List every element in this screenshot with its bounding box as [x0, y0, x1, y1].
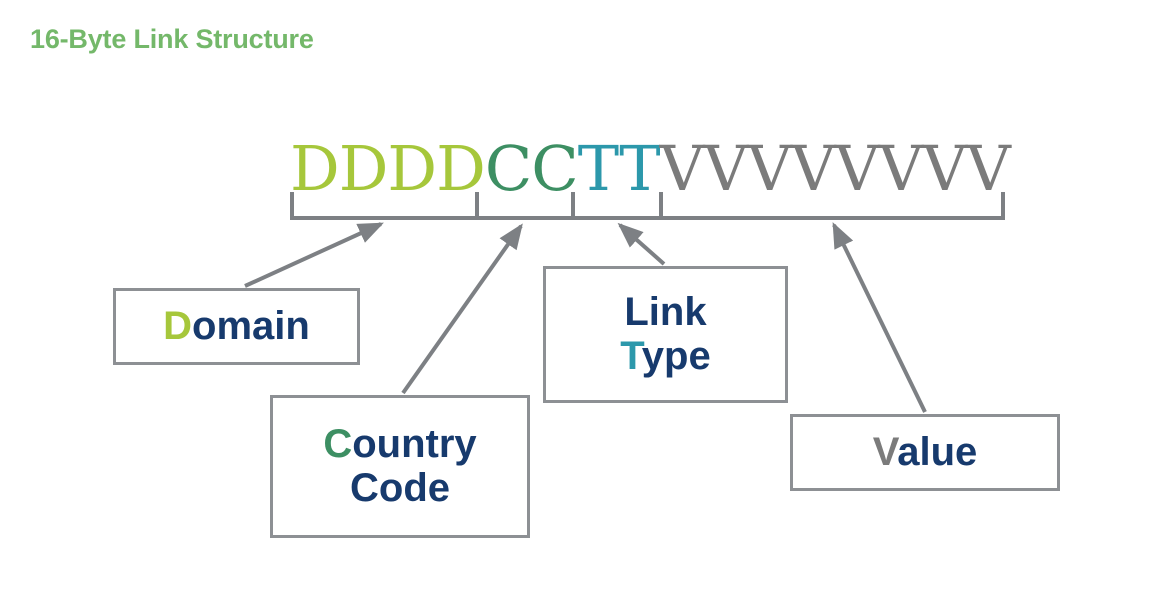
label-linktype-line1: Link	[624, 290, 707, 335]
label-domain-line: Domain	[163, 303, 310, 348]
label-box-link-type: Link Type	[543, 266, 788, 403]
label-domain-first-letter: D	[163, 303, 193, 348]
connector-country-code	[401, 223, 523, 395]
label-value-line: Value	[872, 429, 978, 474]
label-box-country-code: Country Code	[270, 395, 530, 538]
label-country-line2: Code	[350, 465, 450, 510]
label-country-line1-rest: ountry	[352, 422, 477, 467]
label-country-line1: Country	[323, 423, 476, 466]
page-title: 16-Byte Link Structure	[30, 24, 314, 54]
byte-segment-link-type: TT	[577, 132, 661, 205]
connector-value	[832, 222, 927, 413]
byte-segment-domain: DDDD	[290, 132, 486, 205]
connector-domain	[244, 222, 384, 288]
label-box-value: Value	[790, 414, 1060, 491]
label-linktype-line2: Type	[620, 333, 711, 378]
byte-segment-country-code: CC	[484, 132, 579, 205]
label-country-first-letter: C	[323, 422, 353, 467]
label-value-rest: alue	[897, 429, 978, 474]
label-domain-rest: omain	[192, 303, 310, 348]
label-value-first-letter: V	[872, 429, 898, 474]
byte-segment-value: VVVVVVVV	[659, 132, 1011, 205]
label-linktype-first-letter: T	[620, 333, 642, 378]
label-box-domain: Domain	[113, 288, 360, 365]
label-linktype-line2-rest: ype	[641, 333, 711, 378]
connector-link-type	[617, 222, 666, 266]
